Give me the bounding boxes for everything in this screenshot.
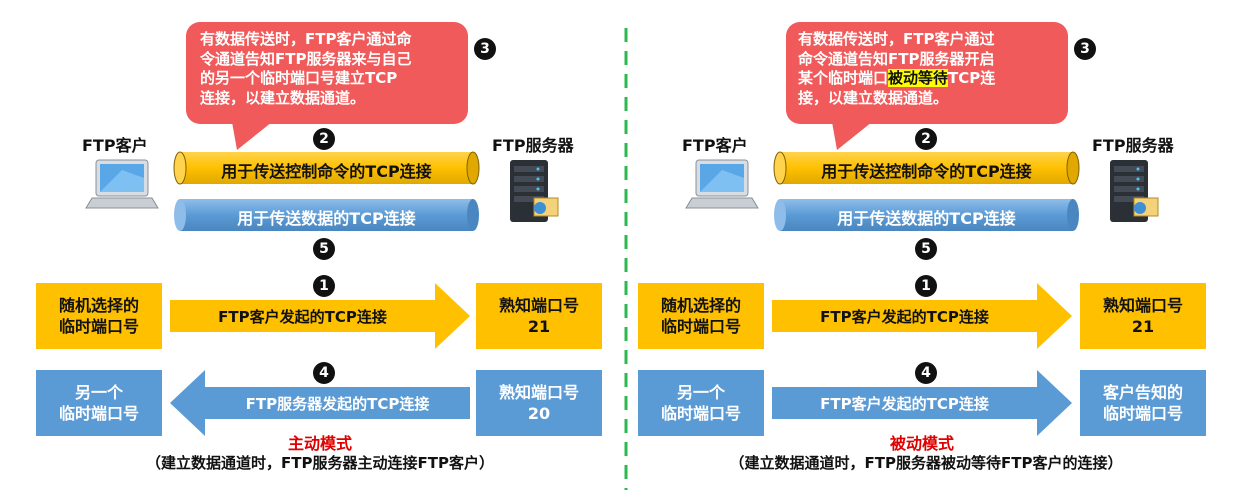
left-box-random-port: 随机选择的 临时端口号 [36, 283, 162, 349]
callout-text-post: TCP连 [948, 69, 996, 87]
callout-line: 连接，以建立数据通道。 [200, 88, 366, 107]
right-server-label: FTP服务器 [1092, 136, 1174, 155]
left-arrow-client-to-server [170, 283, 470, 349]
callout-highlight: 被动等待 [888, 69, 949, 87]
callout-line: 有数据传送时，FTP客户通过命 [200, 30, 412, 48]
right-data-pipe [774, 199, 1079, 231]
callout-line: 令通道告知FTP服务器来与自己 [200, 49, 412, 68]
left-mode-desc: （建立数据通道时，FTP服务器主动连接FTP客户） [146, 454, 494, 472]
right-arrow-client-to-server-data [772, 370, 1072, 436]
left-callout [186, 22, 468, 150]
callout-line: 某个临时端口被动等待TCP连 [798, 69, 1060, 89]
right-data-pipe-label: 用于传送数据的TCP连接 [837, 209, 1016, 228]
right-box-client-told-port: 客户告知的 临时端口号 [1080, 370, 1206, 436]
callout-text-pre: 某个临时端口 [798, 69, 889, 87]
laptop-icon [85, 159, 159, 209]
step-2-marker: 2 [313, 128, 335, 150]
left-client-label: FTP客户 [82, 136, 148, 155]
left-arrow1-label: FTP客户发起的TCP连接 [218, 308, 387, 326]
left-box-known-port-21: 熟知端口号 21 [476, 283, 602, 349]
right-arrow1-label: FTP客户发起的TCP连接 [820, 308, 989, 326]
server-icon [1110, 160, 1159, 222]
step-5-marker: 5 [915, 238, 937, 260]
step-2-marker: 2 [915, 128, 937, 150]
left-data-pipe [174, 199, 479, 231]
step-5-marker: 5 [313, 238, 335, 260]
right-box-random-port: 随机选择的 临时端口号 [638, 283, 764, 349]
right-box-known-port-21: 熟知端口号 21 [1080, 283, 1206, 349]
left-arrow-server-to-client [170, 370, 470, 436]
step-4-marker: 4 [313, 362, 335, 384]
left-data-pipe-label: 用于传送数据的TCP连接 [237, 209, 416, 228]
laptop-icon [685, 159, 759, 209]
right-client-label: FTP客户 [682, 136, 748, 155]
right-control-pipe [773, 151, 1080, 185]
right-mode-desc: （建立数据通道时，FTP服务器被动等待FTP客户的连接） [729, 454, 1123, 472]
left-server-label: FTP服务器 [492, 136, 574, 155]
right-box-other-port: 另一个 临时端口号 [638, 370, 764, 436]
left-mode-title: 主动模式 [287, 434, 352, 453]
server-icon [510, 160, 559, 222]
left-control-pipe-label: 用于传送控制命令的TCP连接 [221, 162, 432, 181]
step-4-marker: 4 [915, 362, 937, 384]
step-1-marker: 1 [313, 275, 335, 297]
right-arrow-client-to-server [772, 283, 1072, 349]
step-3-marker: 3 [1074, 38, 1096, 60]
right-mode-title: 被动模式 [889, 434, 954, 453]
callout-line: 的另一个临时端口号建立TCP [200, 69, 398, 87]
left-box-other-port: 另一个 临时端口号 [36, 370, 162, 436]
left-callout-text: 有数据传送时，FTP客户通过命 令通道告知FTP服务器来与自己 的另一个临时端口… [200, 30, 462, 108]
callout-line: 接，以建立数据通道。 [798, 88, 949, 107]
step-3-marker: 3 [474, 38, 496, 60]
right-arrow2-label: FTP客户发起的TCP连接 [820, 395, 989, 413]
left-control-pipe [173, 151, 480, 185]
left-arrow2-label: FTP服务器发起的TCP连接 [245, 395, 430, 413]
left-box-known-port-20: 熟知端口号 20 [476, 370, 602, 436]
step-1-marker: 1 [915, 275, 937, 297]
right-callout-text: 有数据传送时，FTP客户通过 命令通道告知FTP服务器开启 某个临时端口被动等待… [798, 30, 1060, 108]
right-control-pipe-label: 用于传送控制命令的TCP连接 [821, 162, 1032, 181]
callout-line: 有数据传送时，FTP客户通过 [798, 30, 995, 48]
callout-line: 命令通道告知FTP服务器开启 [798, 49, 995, 68]
